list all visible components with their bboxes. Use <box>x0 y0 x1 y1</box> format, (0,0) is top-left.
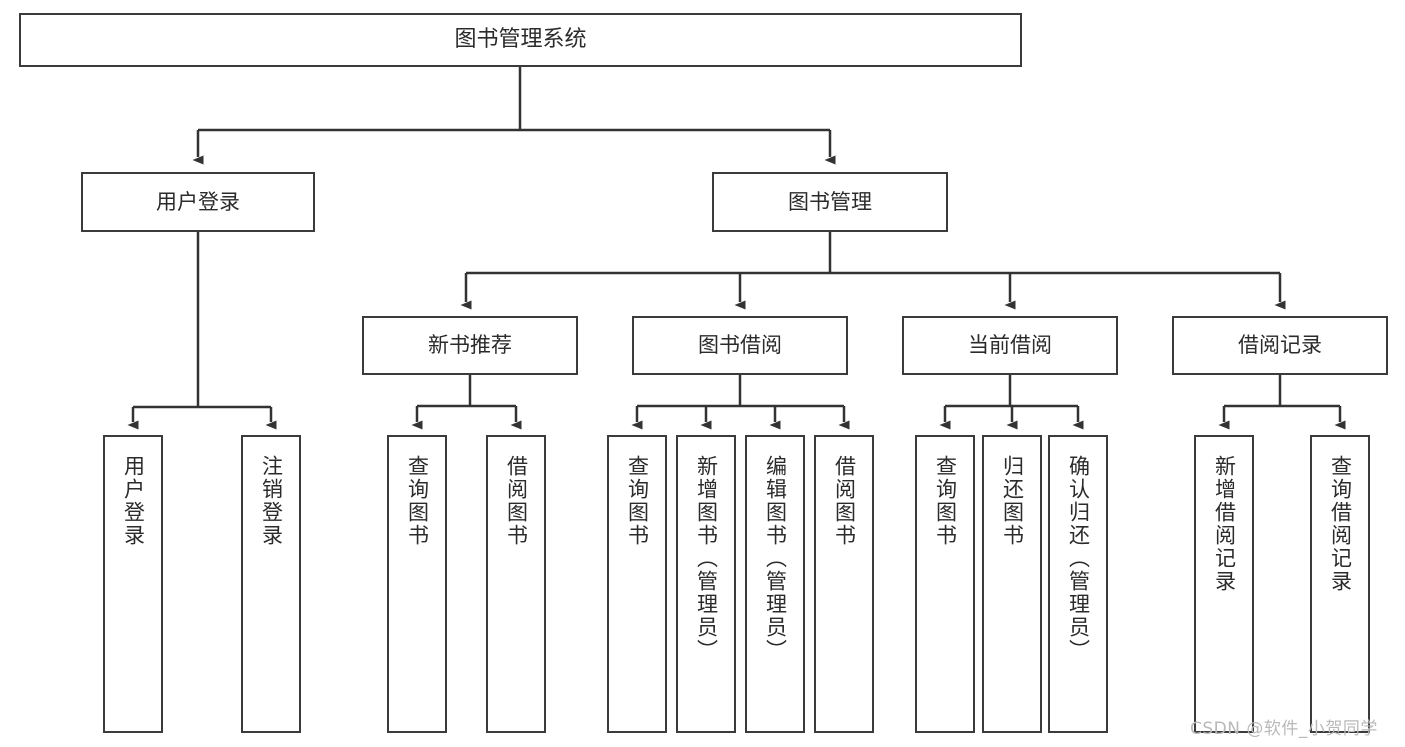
node-label: 图书借阅 <box>698 333 782 358</box>
node-label: 借阅图书 <box>504 455 529 547</box>
node-label: 查询借阅记录 <box>1328 455 1353 593</box>
leaf-borrow-edit-book-admin[interactable]: 编辑图书（管理员） <box>745 435 805 733</box>
node-book-management[interactable]: 图书管理 <box>712 172 948 232</box>
node-label: 借阅记录 <box>1238 333 1322 358</box>
node-label: 新书推荐 <box>428 333 512 358</box>
node-label: 借阅图书 <box>832 455 857 547</box>
leaf-new-book-query[interactable]: 查询图书 <box>387 435 447 733</box>
leaf-current-query-book[interactable]: 查询图书 <box>915 435 975 733</box>
leaf-current-return-book[interactable]: 归还图书 <box>982 435 1042 733</box>
leaf-record-add-record[interactable]: 新增借阅记录 <box>1194 435 1254 733</box>
node-label: 查询图书 <box>933 455 958 547</box>
leaf-new-book-borrow[interactable]: 借阅图书 <box>486 435 546 733</box>
node-label: 图书管理 <box>788 189 872 214</box>
node-label: 图书管理系统 <box>454 27 587 53</box>
leaf-record-query-record[interactable]: 查询借阅记录 <box>1310 435 1370 733</box>
node-label: 新增借阅记录 <box>1212 455 1237 593</box>
leaf-user-login-logout[interactable]: 注销登录 <box>241 435 301 733</box>
node-label: 查询图书 <box>405 455 430 547</box>
node-label: 用户登录 <box>156 189 240 214</box>
leaf-current-confirm-return-admin[interactable]: 确认归还（管理员） <box>1048 435 1108 733</box>
leaf-borrow-borrow-book[interactable]: 借阅图书 <box>814 435 874 733</box>
node-user-login[interactable]: 用户登录 <box>81 172 315 232</box>
leaf-borrow-query-book[interactable]: 查询图书 <box>607 435 667 733</box>
leaf-user-login-login[interactable]: 用户登录 <box>103 435 163 733</box>
node-label: 注销登录 <box>259 455 284 547</box>
node-label: 查询图书 <box>625 455 650 547</box>
node-label: 编辑图书（管理员） <box>763 455 788 662</box>
node-current-borrow[interactable]: 当前借阅 <box>902 316 1118 375</box>
node-root-system[interactable]: 图书管理系统 <box>19 13 1022 67</box>
node-new-book-recommend[interactable]: 新书推荐 <box>362 316 578 375</box>
leaf-borrow-add-book-admin[interactable]: 新增图书（管理员） <box>676 435 736 733</box>
node-book-borrow[interactable]: 图书借阅 <box>632 316 848 375</box>
node-label: 确认归还（管理员） <box>1066 455 1091 662</box>
node-label: 新增图书（管理员） <box>694 455 719 662</box>
node-label: 归还图书 <box>1000 455 1025 547</box>
node-label: 当前借阅 <box>968 333 1052 358</box>
node-borrow-record[interactable]: 借阅记录 <box>1172 316 1388 375</box>
watermark-text: CSDN @软件_小贺同学 <box>1190 719 1378 739</box>
node-label: 用户登录 <box>121 455 146 547</box>
